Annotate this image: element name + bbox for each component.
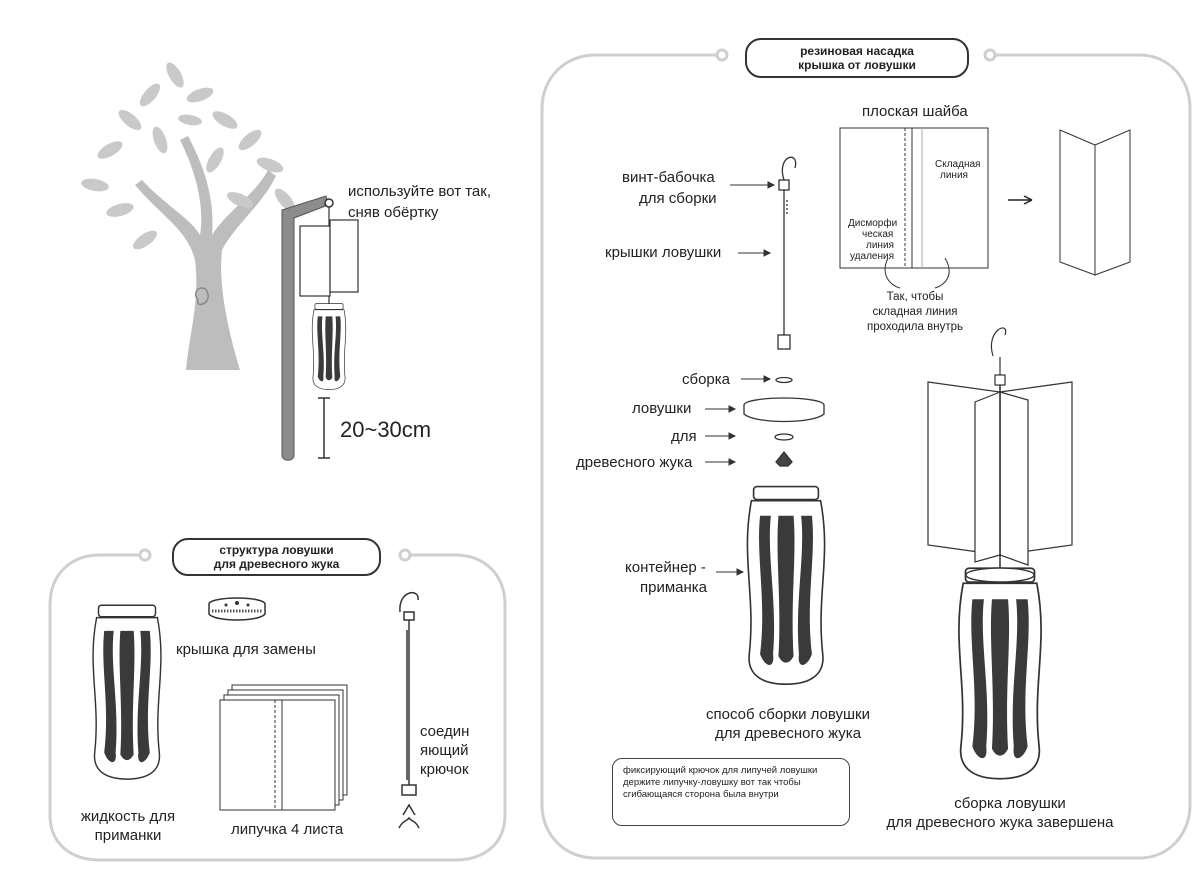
hook-note-text: фиксирующий крючок для липучей ловушки д… [623, 765, 818, 800]
arrows [705, 181, 776, 576]
structure-title-line2: для древесного жука [213, 557, 340, 571]
connecting-hook-illustration [398, 591, 420, 829]
bait-liquid-label-line2: приманки [94, 827, 162, 844]
sticky-sheets-label: липучка 4 листа [231, 821, 344, 838]
assembly-method-line1: способ сборки ловушки [706, 706, 870, 723]
wingnut-label-line2: для сборки [639, 190, 717, 207]
assembly-title-line2: крышка от ловушки [798, 58, 916, 72]
completed-trap-illustration [927, 327, 1073, 780]
hook-note-box: фиксирующий крючок для липучей ловушки д… [612, 758, 850, 826]
cut-line-label-line3: линия [866, 240, 894, 251]
usage-instruction-line2: сняв обёртку [348, 204, 439, 221]
replacement-cap-label: крышка для замены [176, 641, 316, 658]
wingnut-label-line1: винт-бабочка [622, 169, 715, 186]
assembly-method-line2: для древесного жука [714, 725, 862, 742]
connecting-hook-label-line3: крючок [420, 761, 469, 778]
fold-line-label-line2: линия [940, 170, 968, 181]
tree-illustration [81, 62, 296, 370]
assembly-step-1: сборка [682, 371, 731, 388]
pole-illustration [281, 195, 359, 461]
connecting-hook-label-line2: яющий [420, 742, 469, 759]
usage-instruction-line1: используйте вот так, [348, 183, 492, 200]
assembly-title-pill: резиновая насадка крышка от ловушки [745, 38, 969, 78]
assembly-title-line1: резиновая насадка [800, 44, 914, 58]
assembly-done-line2: для древесного жука завершена [886, 814, 1114, 831]
structure-title-line1: структура ловушки [219, 543, 334, 557]
fold-inside-label-line3: проходила внутрь [867, 321, 963, 333]
container-label-line2: приманка [640, 579, 708, 596]
assembly-step-2: ловушки [632, 400, 692, 417]
fold-inside-label-line2: складная линия [872, 306, 958, 318]
exploded-hook-illustration [743, 156, 825, 467]
container-label-line1: контейнер - [625, 559, 706, 576]
hang-height-label: 20~30cm [340, 417, 432, 442]
connecting-hook-label-line1: соедин [420, 723, 470, 740]
assembly-step-4: древесного жука [576, 454, 693, 471]
assembly-done-line1: сборка ловушки [954, 795, 1066, 812]
bait-liquid-label-line1: жидкость для [80, 808, 176, 825]
trap-caps-label: крышки ловушки [605, 244, 722, 261]
flat-washer-label: плоская шайба [862, 103, 968, 120]
sticky-sheets-illustration [219, 684, 348, 811]
fold-inside-label-line1: Так, чтобы [886, 291, 944, 303]
assembly-frame [540, 48, 1192, 860]
replacement-cap-illustration [208, 597, 266, 621]
cut-line-label-line2: ческая [862, 229, 894, 240]
assembly-step-3: для [671, 428, 697, 445]
folding-sheet-illustration [839, 127, 1131, 276]
cut-line-label-line4: удаления [850, 251, 894, 262]
structure-title-pill: структура ловушки для древесного жука [172, 538, 381, 576]
fold-line-label-line1: Складная [935, 159, 981, 170]
cut-line-label-line1: Дисморфи [848, 218, 898, 229]
structure-frame [48, 548, 507, 862]
